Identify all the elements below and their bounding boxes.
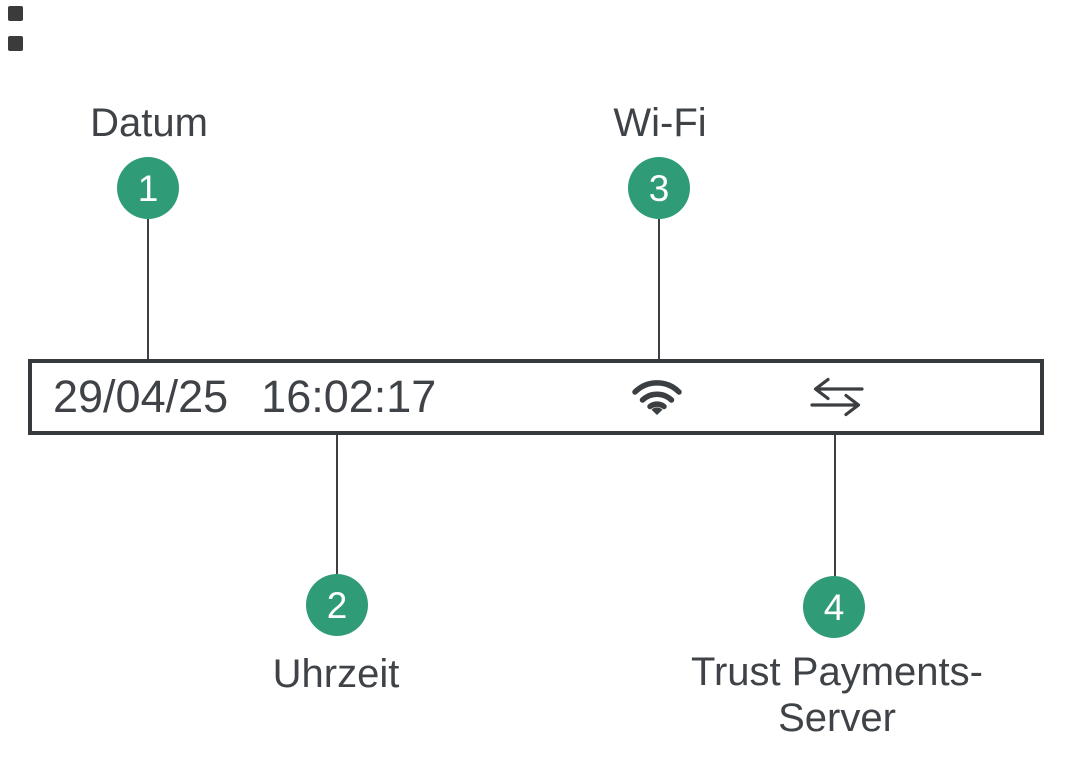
- connector-line-server: [834, 435, 836, 576]
- wifi-icon: [630, 375, 684, 415]
- callout-number: 3: [648, 167, 670, 209]
- transfer-arrows-icon: [810, 374, 864, 420]
- callout-number: 1: [137, 167, 159, 209]
- callout-number: 2: [326, 584, 348, 626]
- callout-label-wifi: Wi-Fi: [613, 101, 707, 145]
- connector-line-uhrzeit: [336, 435, 338, 574]
- page-corner-mark: [8, 6, 23, 21]
- terminal-status-bar: 29/04/25 16:02:17: [28, 359, 1044, 435]
- callout-badge-2: 2: [306, 574, 368, 636]
- callout-badge-1: 1: [117, 157, 179, 219]
- callout-badge-4: 4: [803, 576, 865, 638]
- connector-line-datum: [147, 219, 149, 359]
- callout-number: 4: [823, 586, 845, 628]
- callout-badge-3: 3: [628, 157, 690, 219]
- callout-label-datum: Datum: [90, 101, 208, 145]
- callout-label-trust-payments-server: Trust Payments-Server: [691, 650, 983, 740]
- connector-line-wifi: [658, 219, 660, 359]
- status-bar-date: 29/04/25: [53, 371, 229, 422]
- page-corner-mark: [8, 36, 23, 51]
- callout-label-uhrzeit: Uhrzeit: [272, 652, 400, 696]
- status-bar-time: 16:02:17: [261, 371, 437, 422]
